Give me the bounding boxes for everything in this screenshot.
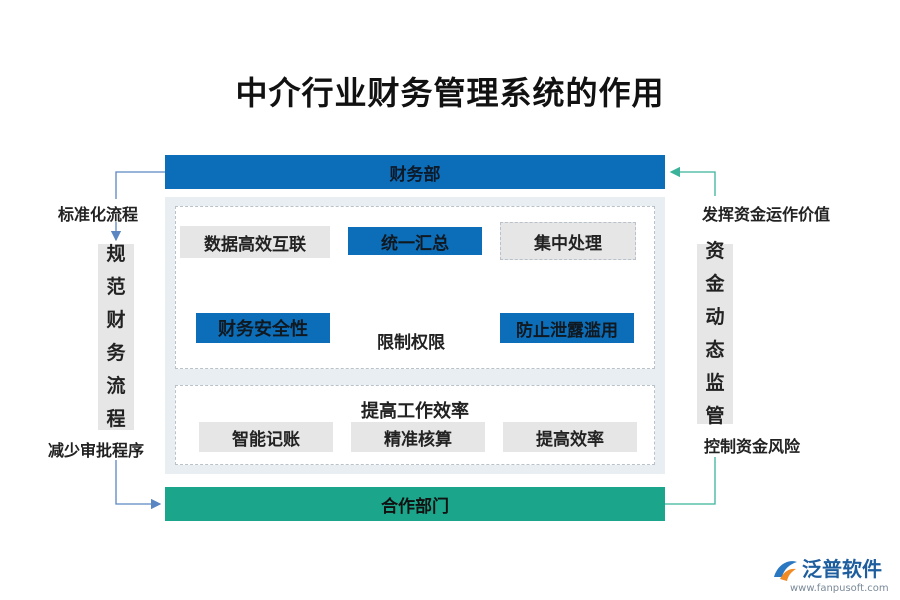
- right-vertical-char: 资: [705, 240, 725, 262]
- unify-box: 统一汇总: [348, 227, 482, 255]
- left-vertical-char: 流: [106, 375, 126, 397]
- efficiency-item: 精准核算: [351, 422, 485, 452]
- left-vertical-char: 范: [106, 276, 126, 298]
- centralize-label: 集中处理: [534, 233, 602, 254]
- left-top-label: 标准化流程: [58, 205, 139, 224]
- efficiency-item: 提高效率: [503, 422, 637, 452]
- partner-dept-bar: 合作部门: [165, 487, 665, 521]
- logo-url: www.fanpusoft.com: [790, 583, 889, 594]
- logo: 泛普软件 www.fanpusoft.com: [770, 553, 895, 597]
- limit-label: 限制权限: [377, 332, 445, 353]
- right-vertical-char: 动: [705, 306, 725, 328]
- right-bottom-label: 控制资金风险: [704, 437, 801, 456]
- right-top-label: 发挥资金运作价值: [702, 205, 831, 224]
- left-bottom-label: 减少审批程序: [48, 441, 145, 460]
- efficiency-item: 智能记账: [199, 422, 333, 452]
- finance-dept-bar: 财务部: [165, 155, 665, 189]
- right-vertical-char: 态: [705, 339, 725, 361]
- logo-name: 泛普软件: [802, 557, 882, 581]
- left-vertical-char: 程: [106, 408, 126, 430]
- right-vertical-char: 监: [705, 372, 725, 394]
- logo-icon: [774, 561, 797, 581]
- right-vertical-box: 资 金 动 态 监 管: [697, 240, 733, 427]
- security-box: 财务安全性: [196, 313, 330, 343]
- prevent-box: 防止泄露滥用: [500, 313, 634, 343]
- left-vertical-char: 财: [106, 309, 126, 331]
- page-title: 中介行业财务管理系统的作用: [235, 74, 665, 112]
- left-vertical-box: 规 范 财 务 流 程: [98, 243, 134, 430]
- finance-dept-label: 财务部: [389, 164, 441, 185]
- left-vertical-char: 务: [106, 342, 126, 364]
- efficiency-heading: 提高工作效率: [361, 401, 469, 422]
- right-vertical-char: 金: [705, 273, 725, 295]
- right-vertical-char: 管: [705, 405, 725, 427]
- left-vertical-char: 规: [106, 243, 126, 265]
- partner-dept-label: 合作部门: [381, 496, 449, 517]
- data-link-box: 数据高效互联: [180, 226, 330, 258]
- centralize-box: 集中处理: [500, 222, 636, 260]
